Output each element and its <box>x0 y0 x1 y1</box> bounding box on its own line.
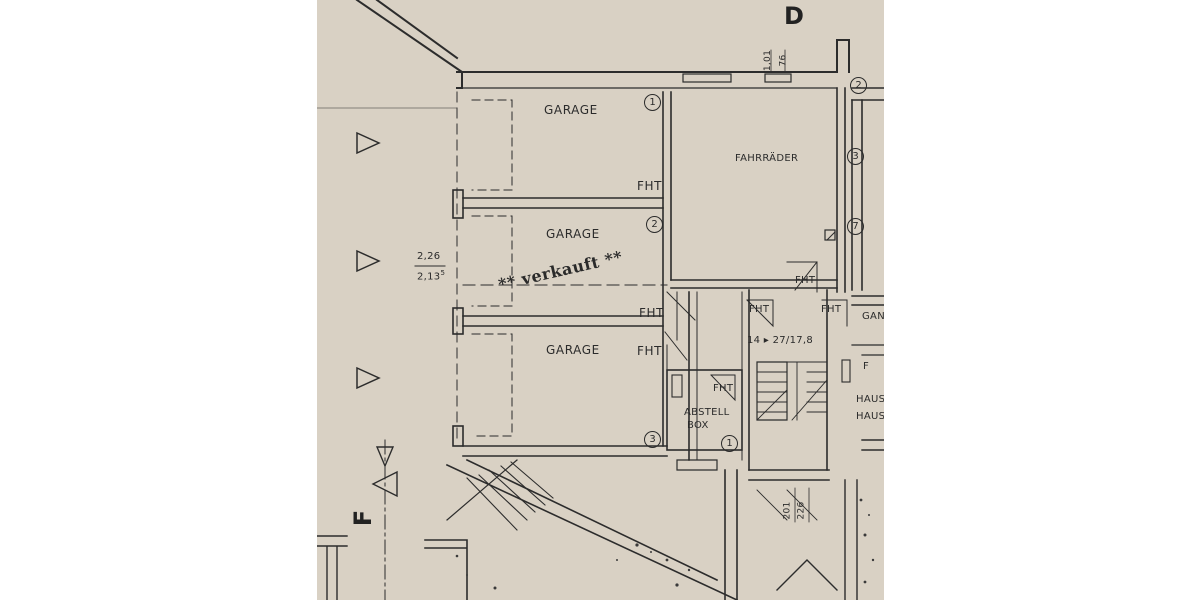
room-label-garage-2: GARAGE <box>546 227 600 241</box>
dimension-bottom-1: 201 <box>782 501 793 520</box>
door-label-fht-4: FHT <box>795 275 816 286</box>
dimension-height-bottom-value: 2,13 <box>417 271 441 283</box>
window-marker-1 <box>356 131 381 155</box>
bike-room-wall <box>662 91 672 447</box>
marker-circle-6: 3 <box>847 148 864 165</box>
dimension-top-1: 1,01 <box>763 49 774 72</box>
marker-circle-7: 7 <box>847 218 864 235</box>
room-label-partial-1: GAN <box>862 311 884 322</box>
window-marker-3 <box>356 366 381 390</box>
garage-bottom-wall <box>462 445 668 457</box>
room-label-partial-4: HAUS <box>856 411 884 422</box>
storage-box-outline <box>666 369 743 451</box>
door-label-fht-1: FHT <box>637 179 663 193</box>
dimension-bottom-2: 226 <box>796 501 807 520</box>
door-label-fht-5: FHT <box>749 304 770 315</box>
floor-plan-drawing <box>317 0 884 600</box>
marker-circle-5: 2 <box>850 77 867 94</box>
room-label-storage-1: ABSTELL <box>684 407 730 418</box>
room-label-bikes: FAHRRÄDER <box>735 153 799 164</box>
dimension-height-top: 2,26 <box>417 251 441 262</box>
door-swing <box>666 291 696 341</box>
dimension-height-bottom-sup: 5 <box>440 269 446 277</box>
dimension-stairs: 14 ▸ 27/17,8 <box>747 335 814 346</box>
room-label-storage-2: BOX <box>687 420 709 431</box>
door-label-fht-7: FHT <box>713 383 734 394</box>
window-marker-2 <box>356 249 381 273</box>
room-label-partial-2: F <box>863 361 870 372</box>
bottom-stair <box>445 458 739 600</box>
garage-divider-1 <box>462 197 664 209</box>
marker-circle-2: 2 <box>646 216 663 233</box>
diagonal-wall <box>355 0 464 74</box>
door-label-fht-6: FHT <box>821 304 842 315</box>
section-letter-f: F <box>349 509 378 527</box>
window-top <box>682 73 732 83</box>
marker-circle-1: 1 <box>644 94 661 111</box>
garage-divider-2 <box>462 315 664 327</box>
floor-plan-sheet: D F GARAGE GARAGE GARAGE FAHRRÄDER ABSTE… <box>317 0 884 600</box>
marker-circle-4: 1 <box>721 435 738 452</box>
door-label-fht-2: FHT <box>639 306 665 320</box>
room-label-garage-3: GARAGE <box>546 343 600 357</box>
dimension-top-2: 76 <box>778 54 789 67</box>
stair-core <box>688 289 828 471</box>
room-label-partial-3: HAUS <box>856 394 884 405</box>
door-label-fht-3: FHT <box>637 344 663 358</box>
dimension-height-bottom: 2,135 <box>417 270 445 282</box>
room-label-garage-1: GARAGE <box>544 103 598 117</box>
marker-circle-3: 3 <box>644 431 661 448</box>
section-letter-d: D <box>784 2 804 30</box>
